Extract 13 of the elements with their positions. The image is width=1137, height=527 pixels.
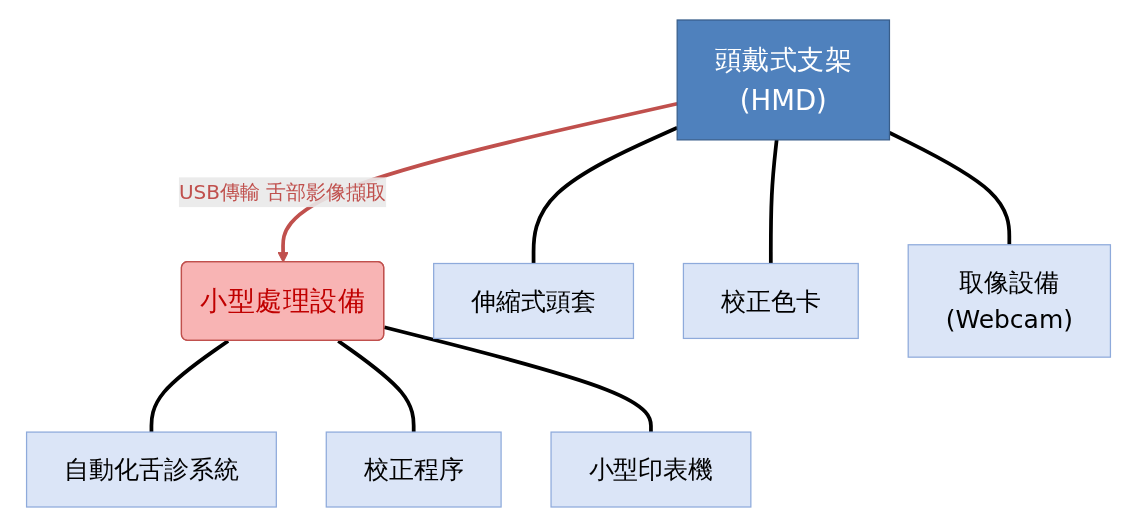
node-box: 校正色卡 bbox=[682, 262, 859, 340]
connector bbox=[337, 339, 416, 433]
node-box: 校正程序 bbox=[325, 431, 502, 508]
node-box: 伸縮式頭套 bbox=[433, 262, 635, 340]
node-box: 小型印表機 bbox=[550, 431, 752, 508]
node-box: 頭戴式支架 (HMD) bbox=[676, 19, 891, 141]
node-box: 自動化舌診系統 bbox=[25, 431, 277, 508]
connector bbox=[531, 126, 678, 264]
edge-label: USB傳輸 舌部影像擷取 bbox=[178, 179, 387, 204]
connector bbox=[383, 325, 653, 433]
node-box: 取像設備 (Webcam) bbox=[907, 244, 1112, 358]
connector bbox=[149, 339, 230, 433]
connector bbox=[768, 139, 779, 264]
